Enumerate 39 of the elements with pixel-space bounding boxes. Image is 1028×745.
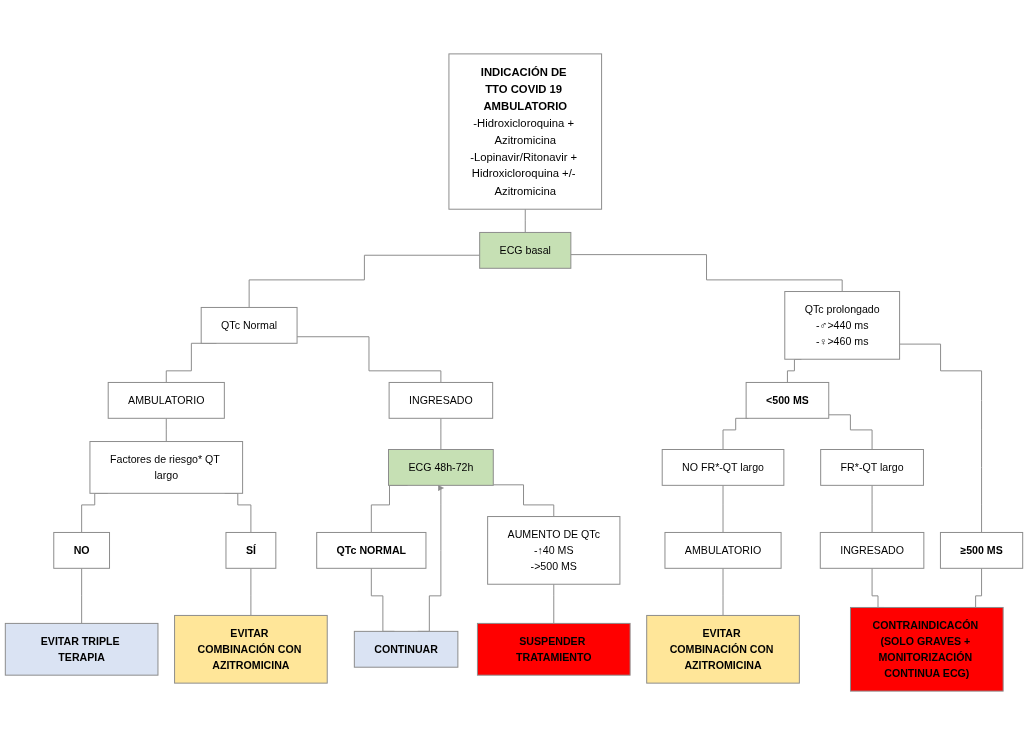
node-box: QTc Normal bbox=[200, 306, 298, 344]
connector bbox=[296, 336, 442, 383]
node-box: EVITAR COMBINACIÓN CON AZITROMICINA bbox=[174, 614, 328, 684]
connector bbox=[722, 484, 724, 533]
connector bbox=[871, 484, 873, 533]
connector bbox=[722, 567, 724, 616]
connector bbox=[248, 254, 481, 308]
connector bbox=[524, 208, 526, 233]
node-box: SUSPENDER TRATAMIENTO bbox=[476, 622, 631, 676]
node-box: INDICACIÓN DE TTO COVID 19 AMBULATORIO -Hidroxicloroquina + Azitromicina -Lopinavir/Ritonavir + Hidroxicloroquina +/- Azitromicina bbox=[448, 53, 603, 210]
connector bbox=[440, 417, 442, 450]
node-box: ≥500 MS bbox=[939, 531, 1024, 569]
node-box: ECG basal bbox=[479, 231, 572, 269]
node-box: <500 MS bbox=[745, 381, 830, 419]
connector bbox=[250, 567, 252, 616]
node-box: AMBULATORIO bbox=[107, 381, 225, 419]
node-box: AUMENTO DE QTc -↑40 MS ->500 MS bbox=[487, 516, 621, 585]
connector bbox=[828, 414, 873, 450]
node-box: AMBULATORIO bbox=[664, 531, 782, 569]
node-box: CONTRAINDICACÓN (SOLO GRAVES + MONITORIZACIÓN CONTINUA ECG) bbox=[850, 606, 1004, 692]
node-box: EVITAR TRIPLE TERAPIA bbox=[4, 622, 159, 676]
node-box: FR*-QT largo bbox=[820, 449, 924, 486]
node-box: CONTINUAR bbox=[353, 630, 459, 668]
node-box: QTc NORMAL bbox=[316, 531, 427, 569]
node-box: SÍ bbox=[225, 531, 277, 569]
node-box: INGRESADO bbox=[388, 381, 494, 419]
connector bbox=[492, 484, 555, 518]
node-box: NO bbox=[53, 531, 110, 569]
node-box: ECG 48h-72h bbox=[388, 449, 494, 486]
node-box: INGRESADO bbox=[819, 531, 925, 569]
connector bbox=[81, 567, 83, 624]
node-box: NO FR*-QT largo bbox=[661, 449, 785, 486]
connector bbox=[570, 254, 843, 292]
connector bbox=[553, 583, 555, 624]
node-box: QTc prolongado -♂>440 ms -♀>460 ms bbox=[784, 291, 901, 360]
connector bbox=[899, 343, 983, 533]
connector bbox=[165, 417, 167, 443]
node-box: Factores de riesgo* QT largo bbox=[89, 441, 244, 494]
node-box: EVITAR COMBINACIÓN CON AZITROMICINA bbox=[646, 614, 800, 684]
